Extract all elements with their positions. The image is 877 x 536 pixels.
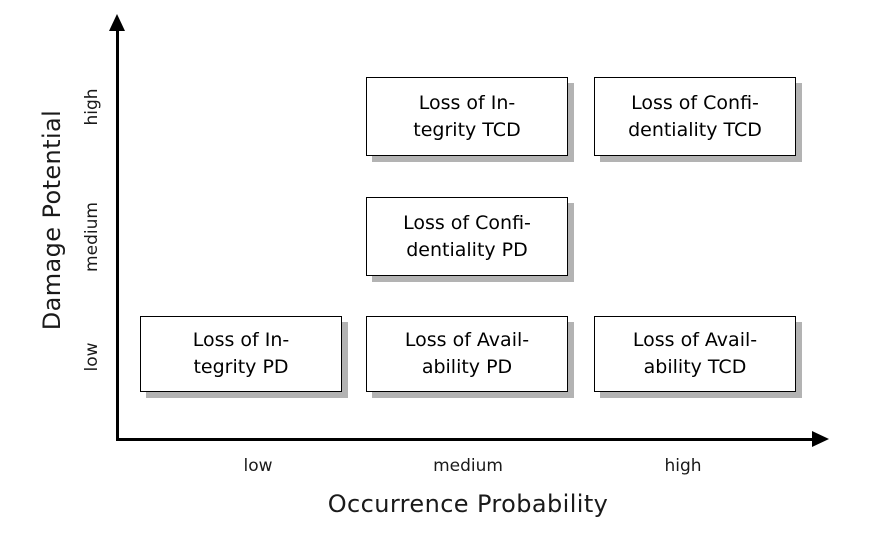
x-axis-tick-medium: medium — [433, 456, 503, 476]
risk-cell-line-2: tegrity TCD — [413, 118, 521, 141]
risk-cell-line-1: Loss of Confi- — [403, 211, 531, 234]
risk-cell-line-1: Loss of Avail- — [632, 329, 758, 352]
risk-cell-line-2: ability TCD — [643, 356, 747, 378]
x-axis-arrow-icon — [812, 431, 829, 447]
risk-cell-loss-of-availability-pd[interactable]: Loss of Avail- ability PD — [366, 316, 568, 392]
risk-cell-line-2: tegrity PD — [193, 356, 289, 378]
x-axis-line — [116, 438, 816, 441]
risk-cell-loss-of-confidentiality-pd[interactable]: Loss of Confi- dentiality PD — [366, 197, 568, 276]
y-axis-title: Damage Potential — [38, 109, 66, 331]
risk-cell-line-2: ability PD — [421, 356, 513, 378]
y-axis-tick-low: low — [82, 342, 102, 372]
risk-cell-line-1: Loss of In- — [418, 91, 516, 114]
risk-cell-line-1: Loss of Avail- — [404, 329, 530, 352]
x-axis-title: Occurrence Probability — [327, 490, 609, 518]
risk-cell-loss-of-availability-tcd[interactable]: Loss of Avail- ability TCD — [594, 316, 796, 392]
risk-cell-loss-of-confidentiality-tcd[interactable]: Loss of Confi- dentiality TCD — [594, 77, 796, 156]
risk-cell-line-1: Loss of In- — [192, 329, 290, 352]
risk-cell-line-2: dentiality TCD — [628, 118, 762, 141]
risk-cell-loss-of-integrity-tcd[interactable]: Loss of In- tegrity TCD — [366, 77, 568, 156]
y-axis-line — [116, 28, 119, 441]
risk-cell-line-2: dentiality PD — [406, 238, 528, 261]
y-axis-tick-medium: medium — [82, 202, 102, 272]
x-axis-tick-low: low — [243, 456, 273, 476]
risk-cell-loss-of-integrity-pd[interactable]: Loss of In- tegrity PD — [140, 316, 342, 392]
x-axis-tick-high: high — [664, 456, 702, 476]
risk-cell-line-1: Loss of Confi- — [631, 91, 759, 114]
y-axis-arrow-icon — [109, 14, 125, 31]
y-axis-tick-high: high — [82, 88, 102, 126]
